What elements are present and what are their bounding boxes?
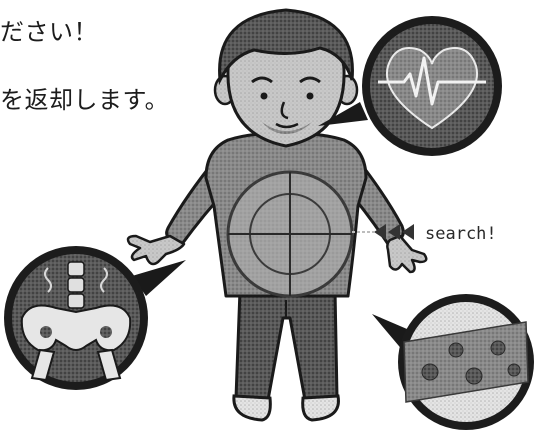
left-forearm (126, 234, 186, 266)
blood-vessel-speech-bubble (372, 294, 534, 430)
search-label: search! (425, 224, 497, 244)
right-shoe (301, 394, 340, 422)
caption-line-2: を返却します。 (0, 86, 170, 114)
head (213, 8, 359, 148)
spine-speech-bubble (4, 246, 186, 390)
caption-line-1: ださい！ (0, 18, 98, 46)
heart-icon (386, 47, 478, 130)
scan-target (226, 170, 354, 298)
hair (218, 8, 354, 86)
pelvis-bone (20, 304, 132, 352)
left-shoe (232, 394, 272, 422)
search-arrows-icon (352, 224, 414, 240)
heartbeat-line (378, 56, 486, 106)
man-figure (126, 8, 428, 422)
heart-speech-bubble (318, 16, 502, 156)
right-forearm (386, 234, 428, 274)
